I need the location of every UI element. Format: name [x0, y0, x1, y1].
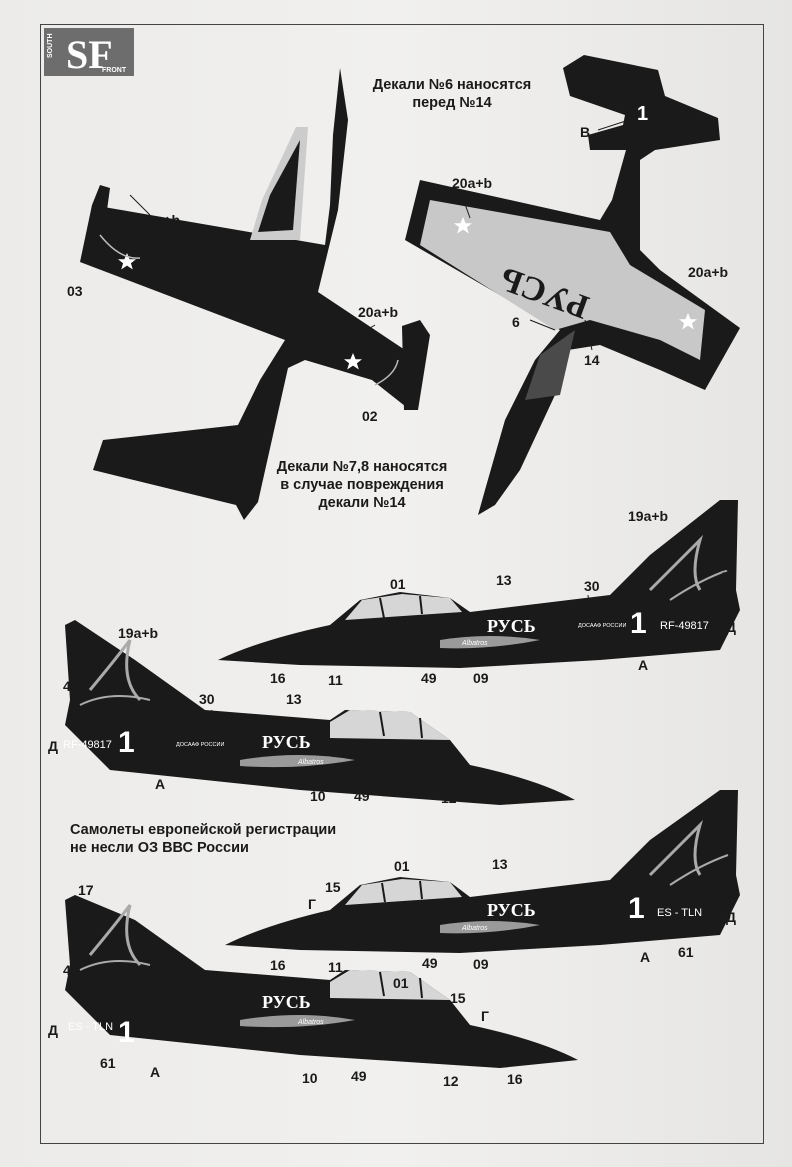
callout-49-s1: 49 [421, 670, 437, 686]
leader-lines [129, 117, 636, 736]
albatros-marking-2: Albatros [297, 759, 324, 766]
svg-text:SOUTH: SOUTH [47, 34, 54, 59]
callout-18-s3: 18 [706, 798, 722, 814]
callout-13-s2: 13 [286, 691, 302, 707]
callout-D-s3: Д [726, 909, 736, 925]
callout-12-s2: 12 [441, 790, 457, 806]
callout-16-s1: 16 [270, 670, 286, 686]
side-number-4: 1 [118, 1016, 135, 1049]
note-decals-7-8: Декали №7,8 наносятся в случае поврежден… [276, 459, 448, 511]
callout-20ab-top-2: 20a+b [358, 304, 399, 320]
callout-20ab-bottom-2: 20a+b [688, 264, 729, 280]
albatros-marking-3: Albatros [461, 925, 488, 932]
tail-number-bottom: 1 [637, 103, 648, 125]
dosaaf-marking-2: ДОСААФ РОССИИ [176, 742, 224, 748]
callout-15-s4: 15 [450, 990, 466, 1006]
callout-61-s4: 61 [100, 1055, 116, 1071]
callout-16-s2: 16 [507, 788, 523, 804]
aircraft-bottom-view: РУСЬ 1 [405, 55, 740, 515]
registration-4: ES - TLN [68, 1021, 113, 1033]
callout-02: 02 [362, 408, 378, 424]
side-number-3: 1 [628, 892, 645, 925]
note-decal-6: Декали №6 наносятся перед №14 [372, 77, 532, 111]
callout-D-s1: Д [726, 619, 736, 635]
callout-30-s2: 30 [199, 691, 215, 707]
callout-D-s4: Д [48, 1022, 58, 1038]
callout-10-s4: 10 [302, 1070, 318, 1086]
side-number-2: 1 [118, 726, 135, 759]
albatros-marking-1: Albatros [461, 640, 488, 647]
callout-A-s2: A [155, 776, 166, 792]
callout-19ab-s2: 19a+b [118, 625, 159, 641]
aircraft-side-view-1: РУСЬ 1 RF-49817 ДОСААФ РОССИИ Albatros [218, 500, 740, 668]
callout-G-s4: Г [481, 1008, 489, 1024]
callout-15-s3: 15 [325, 879, 341, 895]
callout-09-s1: 09 [473, 670, 489, 686]
side-number-1: 1 [630, 607, 647, 640]
callout-6: 6 [512, 314, 520, 330]
callout-A-s3: A [640, 949, 651, 965]
callout-10-s2: 10 [310, 788, 326, 804]
callout-A-s4: A [150, 1064, 161, 1080]
callout-01-s3: 01 [394, 858, 410, 874]
page-frame [40, 24, 764, 1144]
aircraft-top-view [80, 68, 430, 520]
callout-5-s1: 5 [722, 562, 730, 578]
callout-13-s4: 13 [286, 976, 302, 992]
note-european-registration: Самолеты европейской регистрации не несл… [70, 822, 337, 856]
callout-17-s4: 17 [78, 882, 94, 898]
registration-3: ES - TLN [657, 907, 702, 919]
svg-text:SF: SF [66, 32, 113, 76]
callout-01-s1: 01 [390, 576, 406, 592]
rus-marking-side-2: РУСЬ [262, 732, 311, 752]
callout-49-s2: 49 [354, 788, 370, 804]
callout-G-s3: Г [308, 896, 316, 912]
callout-01-s4: 01 [393, 975, 409, 991]
callout-19ab-s1: 19a+b [628, 508, 669, 524]
callout-11-s3: 11 [328, 959, 343, 975]
registration-2: RF-49817 [63, 739, 112, 751]
albatros-marking-4: Albatros [297, 1019, 324, 1026]
callout-12-s4: 12 [443, 1073, 459, 1089]
callout-20ab-bottom-1: 20a+b [452, 175, 493, 191]
callout-30-s1: 30 [584, 578, 600, 594]
callout-11-s1: 11 [328, 672, 343, 688]
callout-5-s3: 5 [722, 855, 730, 871]
callout-09-s3: 09 [473, 956, 489, 972]
rus-marking-side-1: РУСЬ [487, 616, 536, 636]
callout-13-s3: 13 [492, 856, 508, 872]
callout-13-s1: 13 [496, 572, 512, 588]
callout-A-s1: A [638, 657, 649, 673]
south-front-logo: SOUTH SF FRONT [44, 28, 134, 76]
rus-marking-side-4: РУСЬ [262, 992, 311, 1012]
callout-16-s3: 16 [270, 957, 286, 973]
callout-4-s2: 4 [63, 678, 71, 694]
svg-text:FRONT: FRONT [102, 67, 127, 74]
registration-1: RF-49817 [660, 620, 709, 632]
callout-B: B [580, 124, 591, 140]
callout-D-s2: Д [48, 738, 58, 754]
callout-61-s3: 61 [678, 944, 694, 960]
aircraft-side-view-3: РУСЬ 1 ES - TLN Albatros [225, 790, 740, 953]
callout-20ab-top-1: 20a+b [140, 212, 181, 228]
aircraft-side-view-4: РУСЬ 1 ES - TLN Albatros [65, 895, 578, 1068]
callout-14: 14 [584, 352, 600, 368]
rus-marking-side-3: РУСЬ [487, 900, 536, 920]
callout-4-s4: 4 [63, 962, 71, 978]
callout-16-s4: 16 [507, 1071, 523, 1087]
dosaaf-marking-1: ДОСААФ РОССИИ [578, 623, 626, 629]
aircraft-side-view-2: РУСЬ 1 RF-49817 ДОСААФ РОССИИ Albatros [63, 620, 575, 805]
callout-49-s4: 49 [351, 1068, 367, 1084]
callout-49-s3: 49 [422, 955, 438, 971]
callout-03: 03 [67, 283, 83, 299]
